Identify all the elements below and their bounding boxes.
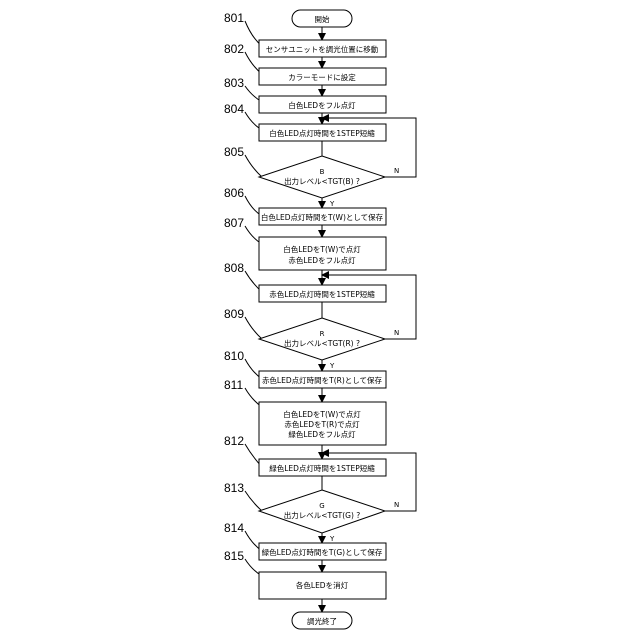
step-numbers: 801 802 803 804 805 806 807 808 809 810 … bbox=[224, 11, 244, 563]
decision-805-text: 出力レベル<TGT(B) ? bbox=[284, 176, 360, 186]
step-806-text: 白色LED点灯時間をT(W)として保存 bbox=[261, 212, 384, 222]
step-803-box: 白色LEDをフル点灯 bbox=[259, 96, 386, 113]
step-802-text: カラーモードに設定 bbox=[288, 72, 356, 82]
decision-805: B 出力レベル<TGT(B) ? N Y bbox=[259, 156, 399, 208]
step-num-807: 807 bbox=[224, 216, 244, 230]
step-num-804: 804 bbox=[224, 102, 244, 116]
step-num-814: 814 bbox=[224, 521, 244, 535]
step-808-text: 赤色LED点灯時間を1STEP短縮 bbox=[269, 289, 375, 299]
step-810-box: 赤色LED点灯時間をT(R)として保存 bbox=[259, 371, 386, 388]
decision-809-text: 出力レベル<TGT(R) ? bbox=[284, 338, 360, 348]
decision-813-yes: Y bbox=[329, 535, 335, 543]
step-num-810: 810 bbox=[224, 349, 244, 363]
step-807-line-2: 赤色LEDをフル点灯 bbox=[288, 255, 356, 265]
step-803-text: 白色LEDをフル点灯 bbox=[288, 100, 356, 110]
step-num-812: 812 bbox=[224, 434, 244, 448]
decision-813-no: N bbox=[394, 501, 399, 509]
step-801-text: センサユニットを調光位置に移動 bbox=[266, 44, 379, 54]
decision-809: R 出力レベル<TGT(R) ? N Y bbox=[259, 318, 399, 370]
decision-805-no: N bbox=[394, 167, 399, 175]
step-num-802: 802 bbox=[224, 42, 244, 56]
step-807-box: 白色LEDをT(W)で点灯 赤色LEDをフル点灯 bbox=[259, 237, 386, 270]
step-num-808: 808 bbox=[224, 261, 244, 275]
step-811-line-3: 緑色LEDをフル点灯 bbox=[288, 429, 356, 439]
step-808-box: 赤色LED点灯時間を1STEP短縮 bbox=[259, 285, 386, 302]
step-num-815: 815 bbox=[224, 549, 244, 563]
step-num-806: 806 bbox=[224, 186, 244, 200]
decision-809-letter: R bbox=[320, 330, 325, 338]
step-811-line-2: 赤色LEDをT(R)で点灯 bbox=[284, 419, 360, 429]
step-num-809: 809 bbox=[224, 307, 244, 321]
decision-809-no: N bbox=[394, 329, 399, 337]
step-812-box: 緑色LED点灯時間を1STEP短縮 bbox=[259, 459, 386, 476]
step-811-line-1: 白色LEDをT(W)で点灯 bbox=[283, 409, 361, 419]
step-802-box: カラーモードに設定 bbox=[259, 68, 386, 85]
decision-813-text: 出力レベル<TGT(G) ? bbox=[284, 510, 361, 520]
decision-805-letter: B bbox=[320, 168, 325, 176]
step-814-text: 緑色LED点灯時間をT(G)として保存 bbox=[262, 547, 383, 557]
end-label: 調光終了 bbox=[307, 616, 337, 626]
step-810-text: 赤色LED点灯時間をT(R)として保存 bbox=[262, 375, 383, 385]
decision-813: G 出力レベル<TGT(G) ? N Y bbox=[259, 490, 399, 543]
step-804-text: 白色LED点灯時間を1STEP短縮 bbox=[269, 128, 375, 138]
step-num-803: 803 bbox=[224, 76, 244, 90]
start-label: 開始 bbox=[315, 14, 330, 24]
step-804-box: 白色LED点灯時間を1STEP短縮 bbox=[259, 124, 386, 141]
step-812-text: 緑色LED点灯時間を1STEP短縮 bbox=[269, 463, 375, 473]
step-801-box: センサユニットを調光位置に移動 bbox=[259, 40, 386, 57]
start-terminal: 開始 bbox=[292, 10, 352, 27]
step-811-box: 白色LEDをT(W)で点灯 赤色LEDをT(R)で点灯 緑色LEDをフル点灯 bbox=[259, 402, 386, 445]
end-terminal: 調光終了 bbox=[292, 612, 352, 629]
step-815-text: 各色LEDを消灯 bbox=[296, 580, 349, 590]
step-num-805: 805 bbox=[224, 145, 244, 159]
step-num-801: 801 bbox=[224, 11, 244, 25]
step-814-box: 緑色LED点灯時間をT(G)として保存 bbox=[259, 543, 386, 560]
step-num-811: 811 bbox=[224, 378, 243, 392]
step-815-box: 各色LEDを消灯 bbox=[259, 572, 386, 599]
step-807-line-1: 白色LEDをT(W)で点灯 bbox=[283, 244, 361, 254]
decision-809-yes: Y bbox=[329, 362, 335, 370]
step-806-box: 白色LED点灯時間をT(W)として保存 bbox=[259, 208, 386, 225]
decision-805-yes: Y bbox=[329, 200, 335, 208]
decision-813-letter: G bbox=[319, 502, 324, 510]
step-num-813: 813 bbox=[224, 481, 244, 495]
